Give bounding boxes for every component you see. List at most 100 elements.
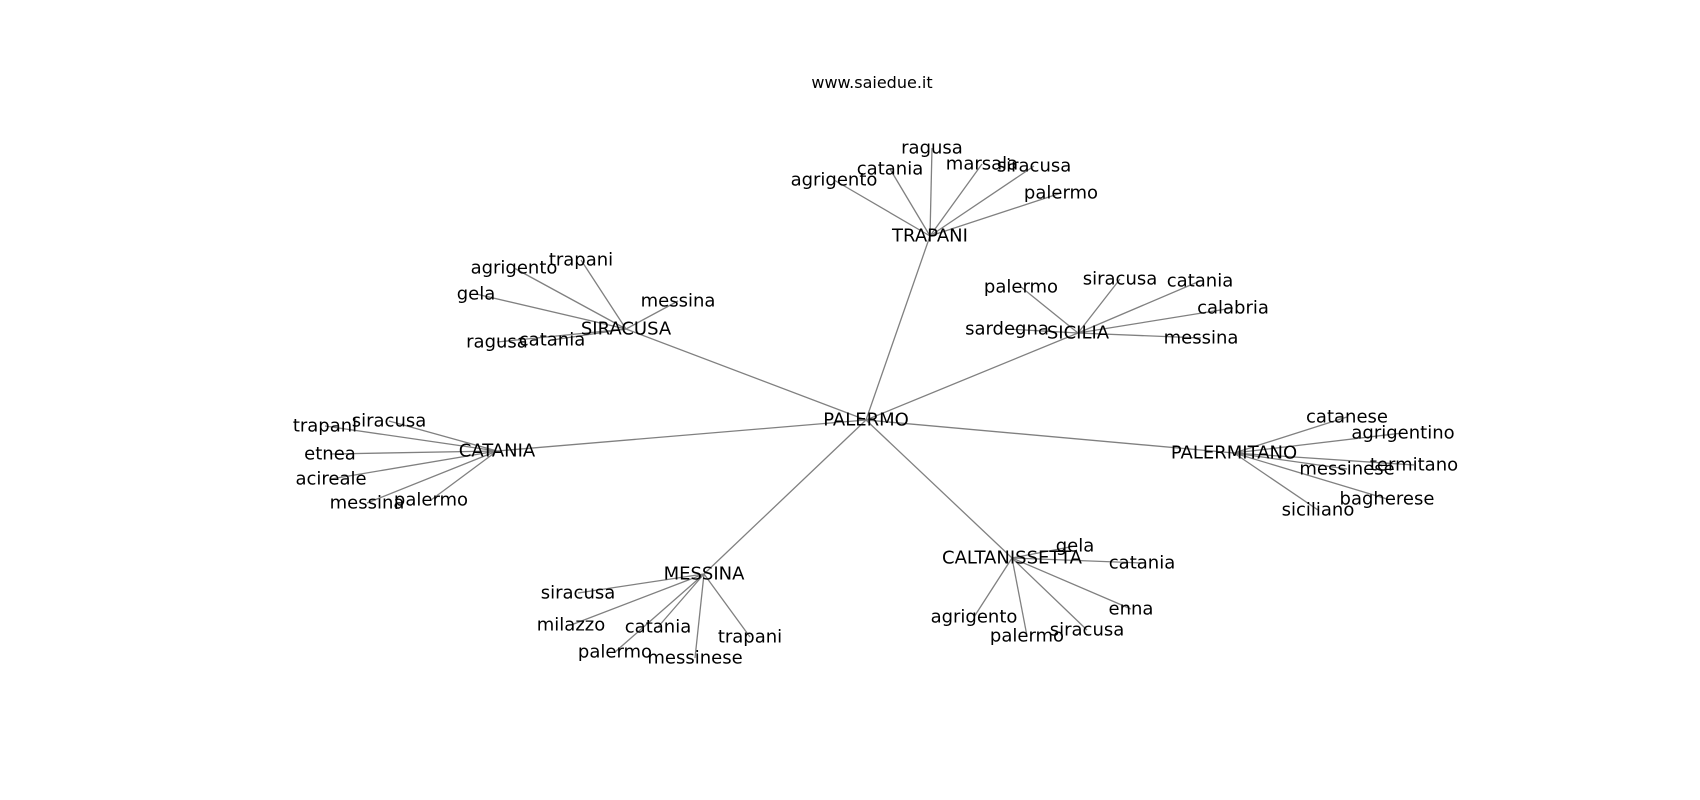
node-leaf: siracusa (1083, 269, 1158, 290)
label-layer: PALERMOTRAPANIagrigentocataniaragusamars… (293, 138, 1458, 669)
edge-siracusa-ragusa (496, 328, 627, 343)
node-hub-trapani: TRAPANI (891, 226, 968, 247)
edge-siracusa-catania (551, 328, 627, 341)
edge-trapani-palermo (929, 192, 1062, 237)
edge-root-caltanissetta (865, 419, 1013, 559)
edge-messina-trapani (703, 573, 751, 638)
edge-messina-milazzo (570, 573, 705, 626)
edge-trapani-agrigento (833, 179, 931, 237)
edge-layer (324, 147, 1415, 659)
node-leaf: messinese (647, 648, 742, 669)
node-leaf: palermo (1024, 183, 1098, 204)
edge-sicilia-palermo (1020, 286, 1079, 334)
node-hub-siracusa: SIRACUSA (581, 319, 672, 340)
graph-title: www.saiedue.it (811, 73, 932, 92)
edge-sicilia-calabria (1077, 307, 1234, 334)
edge-siracusa-gela (475, 293, 627, 330)
node-leaf: acireale (295, 469, 366, 490)
node-root: PALERMO (823, 410, 909, 431)
edge-caltanissetta-siracusa (1011, 557, 1088, 631)
node-leaf: palermo (984, 277, 1058, 298)
node-leaf: messina (641, 291, 716, 312)
node-leaf: siracusa (1050, 620, 1125, 641)
node-leaf: siracusa (997, 156, 1072, 177)
edge-trapani-siracusa (929, 165, 1035, 237)
edge-messina-messinese (694, 573, 705, 659)
node-leaf: enna (1109, 599, 1154, 620)
node-leaf: sardegna (965, 319, 1049, 340)
edge-caltanissetta-palermo (1011, 557, 1028, 637)
edge-palermitano-siciliano (1233, 452, 1319, 511)
edge-root-siracusa (625, 328, 867, 421)
node-leaf: trapani (718, 627, 782, 648)
edge-root-palermitano (865, 419, 1235, 454)
edge-caltanissetta-gela (1011, 545, 1076, 559)
edge-messina-siracusa (577, 573, 705, 594)
edge-trapani-marsala (929, 163, 983, 237)
edge-palermitano-bagherese (1233, 452, 1388, 500)
node-leaf: messina (1164, 328, 1239, 349)
edge-root-messina (703, 419, 867, 575)
edge-catania-siracusa (388, 420, 498, 452)
edge-root-sicilia (865, 332, 1079, 421)
node-leaf: calabria (1197, 298, 1269, 319)
node-leaf: ragusa (466, 332, 528, 353)
node-leaf: catania (1167, 271, 1233, 292)
edge-caltanissetta-catania (1011, 557, 1143, 564)
node-leaf: messina (330, 493, 405, 514)
node-leaf: ragusa (901, 138, 963, 159)
edge-siracusa-trapani (580, 259, 627, 330)
node-leaf: catania (1109, 553, 1175, 574)
node-hub-palermitano: PALERMITANO (1171, 443, 1297, 464)
node-hub-catania: CATANIA (459, 441, 536, 462)
node-leaf: trapani (293, 416, 357, 437)
node-leaf: agrigento (931, 607, 1018, 628)
edge-siracusa-messina (625, 300, 679, 330)
edge-catania-messina (366, 450, 498, 504)
node-leaf: siracusa (352, 411, 427, 432)
edge-palermitano-agrigentino (1233, 432, 1404, 454)
node-hub-caltanissetta: CALTANISSETTA (942, 548, 1083, 569)
node-leaf: bagherese (1340, 489, 1435, 510)
edge-catania-etnea (329, 450, 498, 455)
edge-catania-palermo (430, 450, 498, 501)
edge-sicilia-sardegna (1006, 328, 1079, 334)
node-leaf: palermo (394, 490, 468, 511)
edge-sicilia-siracusa (1077, 278, 1121, 334)
node-leaf: gela (1056, 536, 1095, 557)
node-leaf: agrigento (471, 258, 558, 279)
node-leaf: etnea (304, 444, 356, 465)
edge-caltanissetta-agrigento (973, 557, 1013, 618)
node-leaf: termitano (1370, 455, 1458, 476)
edge-palermitano-termitano (1233, 452, 1415, 466)
edge-catania-trapani (324, 425, 498, 452)
node-leaf: agrigento (791, 170, 878, 191)
edge-root-catania (496, 419, 867, 452)
edge-caltanissetta-enna (1011, 557, 1132, 610)
node-leaf: catanese (1306, 407, 1388, 428)
node-leaf: palermo (990, 626, 1064, 647)
node-leaf: trapani (549, 250, 613, 271)
node-leaf: agrigentino (1351, 423, 1454, 444)
edge-trapani-ragusa (929, 147, 933, 237)
edge-catania-acireale (330, 450, 498, 480)
node-leaf: milazzo (537, 615, 605, 636)
node-leaf: catania (519, 330, 585, 351)
node-leaf: catania (625, 617, 691, 638)
edge-root-trapani (865, 235, 931, 421)
edge-sicilia-messina (1077, 332, 1202, 339)
node-leaf: gela (457, 284, 496, 305)
node-leaf: siracusa (541, 583, 616, 604)
edge-messina-catania (657, 573, 705, 628)
edge-sicilia-catania (1077, 280, 1201, 334)
edge-trapani-catania (889, 168, 931, 237)
node-leaf: marsala (946, 154, 1018, 175)
node-leaf: siciliano (1282, 500, 1355, 521)
edge-messina-palermo (614, 573, 705, 653)
node-leaf: messinese (1299, 459, 1394, 480)
edge-palermitano-messinese (1233, 452, 1348, 470)
edge-siracusa-agrigento (513, 267, 627, 330)
node-leaf: catania (857, 159, 923, 180)
node-leaf: palermo (578, 642, 652, 663)
